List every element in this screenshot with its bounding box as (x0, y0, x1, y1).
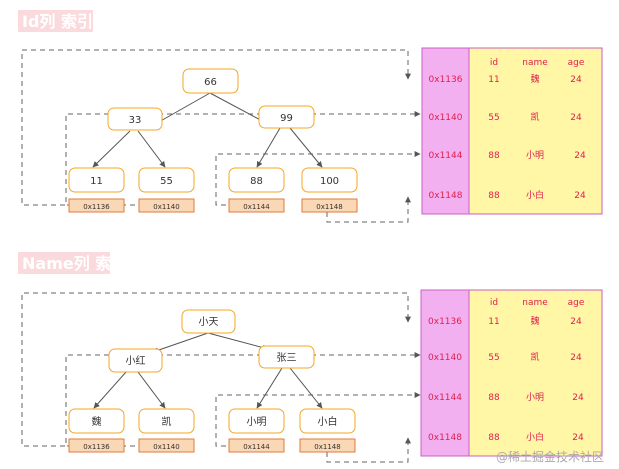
addr-cell: 0x1140 (428, 353, 462, 363)
header-age: age (568, 298, 585, 308)
name-index-title-bg (18, 252, 110, 274)
name-tree-node-xiaohong: 小红 (108, 348, 163, 373)
header-name: name (522, 58, 548, 68)
svg-text:0x1148: 0x1148 (316, 203, 342, 211)
name-leaf-1: 魏 0x1136 (68, 408, 125, 453)
svg-text:55: 55 (160, 176, 173, 187)
svg-text:小明: 小明 (247, 416, 267, 428)
svg-text:0x1136: 0x1136 (83, 203, 110, 211)
svg-text:24: 24 (574, 191, 586, 201)
header-id: id (490, 58, 498, 68)
id-tree-edges (92, 92, 323, 168)
svg-text:100: 100 (320, 176, 339, 187)
id-leaf-3: 88 0x1144 (228, 167, 285, 213)
svg-text:0x1140: 0x1140 (153, 443, 179, 451)
svg-text:小白: 小白 (526, 431, 544, 443)
svg-text:小明: 小明 (526, 150, 544, 161)
svg-text:88: 88 (488, 151, 500, 161)
header-age: age (568, 58, 585, 68)
id-index-title-bg (18, 10, 93, 32)
svg-text:24: 24 (574, 151, 586, 161)
svg-text:0x1144: 0x1144 (243, 443, 270, 451)
addr-cell: 0x1148 (428, 433, 462, 443)
watermark: @稀土掘金技术社区 (496, 449, 604, 464)
svg-text:24: 24 (570, 75, 582, 85)
name-index-title: Name列 索引 (22, 254, 127, 273)
svg-text:55: 55 (488, 353, 499, 363)
svg-text:0x1136: 0x1136 (83, 443, 110, 451)
header-name: name (522, 298, 548, 308)
name-tree-edges (93, 332, 323, 409)
svg-text:魏: 魏 (92, 415, 102, 428)
svg-text:小红: 小红 (126, 354, 146, 367)
svg-text:魏: 魏 (530, 73, 539, 85)
name-tree-root: 小天 (181, 309, 236, 334)
id-index-section: Id列 索引 66 33 99 (18, 10, 603, 223)
svg-text:55: 55 (488, 113, 499, 123)
svg-text:11: 11 (488, 317, 499, 327)
svg-text:66: 66 (204, 77, 217, 88)
svg-text:24: 24 (570, 353, 582, 363)
svg-text:24: 24 (572, 393, 584, 403)
svg-text:99: 99 (280, 113, 293, 124)
addr-cell: 0x1144 (429, 151, 463, 161)
svg-text:24: 24 (570, 113, 582, 123)
svg-text:11: 11 (488, 75, 499, 85)
svg-text:0x1140: 0x1140 (153, 203, 179, 211)
svg-text:小天: 小天 (199, 316, 219, 328)
name-leaf-3: 小明 0x1144 (228, 408, 285, 453)
svg-text:凯: 凯 (530, 111, 539, 123)
svg-text:11: 11 (90, 176, 103, 187)
id-leaf-4: 100 0x1148 (301, 167, 358, 213)
svg-text:小白: 小白 (318, 415, 338, 428)
addr-cell: 0x1140 (429, 113, 463, 123)
svg-text:88: 88 (488, 433, 500, 443)
svg-text:24: 24 (572, 433, 584, 443)
svg-text:小明: 小明 (526, 392, 544, 403)
id-tree-root: 66 (182, 68, 239, 94)
name-leaf-4: 小白 0x1148 (299, 408, 356, 453)
name-data-table: 0x1136 0x1140 0x1144 0x1148 id name age … (420, 289, 603, 457)
svg-text:24: 24 (570, 317, 582, 327)
id-data-table: 0x1136 0x1140 0x1144 0x1148 id name age … (421, 47, 603, 215)
svg-text:33: 33 (129, 115, 142, 126)
id-leaf-2: 55 0x1140 (138, 167, 195, 213)
addr-cell: 0x1136 (428, 317, 462, 327)
svg-text:凯: 凯 (530, 351, 539, 363)
addr-cell: 0x1136 (429, 75, 463, 85)
svg-text:凯: 凯 (162, 415, 172, 428)
header-id: id (490, 298, 498, 308)
id-leaf-1: 11 0x1136 (68, 167, 125, 213)
svg-text:0x1148: 0x1148 (314, 443, 340, 451)
name-index-section: Name列 索引 小天 小红 张三 魏 (18, 252, 603, 463)
svg-text:88: 88 (250, 176, 263, 187)
svg-text:88: 88 (488, 393, 500, 403)
svg-text:88: 88 (488, 191, 500, 201)
addr-cell: 0x1144 (428, 393, 462, 403)
svg-text:魏: 魏 (530, 315, 539, 327)
id-tree-node-99: 99 (258, 105, 315, 129)
svg-text:张三: 张三 (277, 352, 297, 364)
svg-text:0x1144: 0x1144 (243, 203, 270, 211)
svg-text:小白: 小白 (526, 189, 544, 201)
id-index-title: Id列 索引 (22, 12, 93, 31)
name-tree-node-zhangsan: 张三 (258, 345, 315, 369)
name-leaf-2: 凯 0x1140 (138, 408, 195, 453)
id-tree-node-33: 33 (107, 107, 163, 131)
addr-cell: 0x1148 (429, 191, 463, 201)
